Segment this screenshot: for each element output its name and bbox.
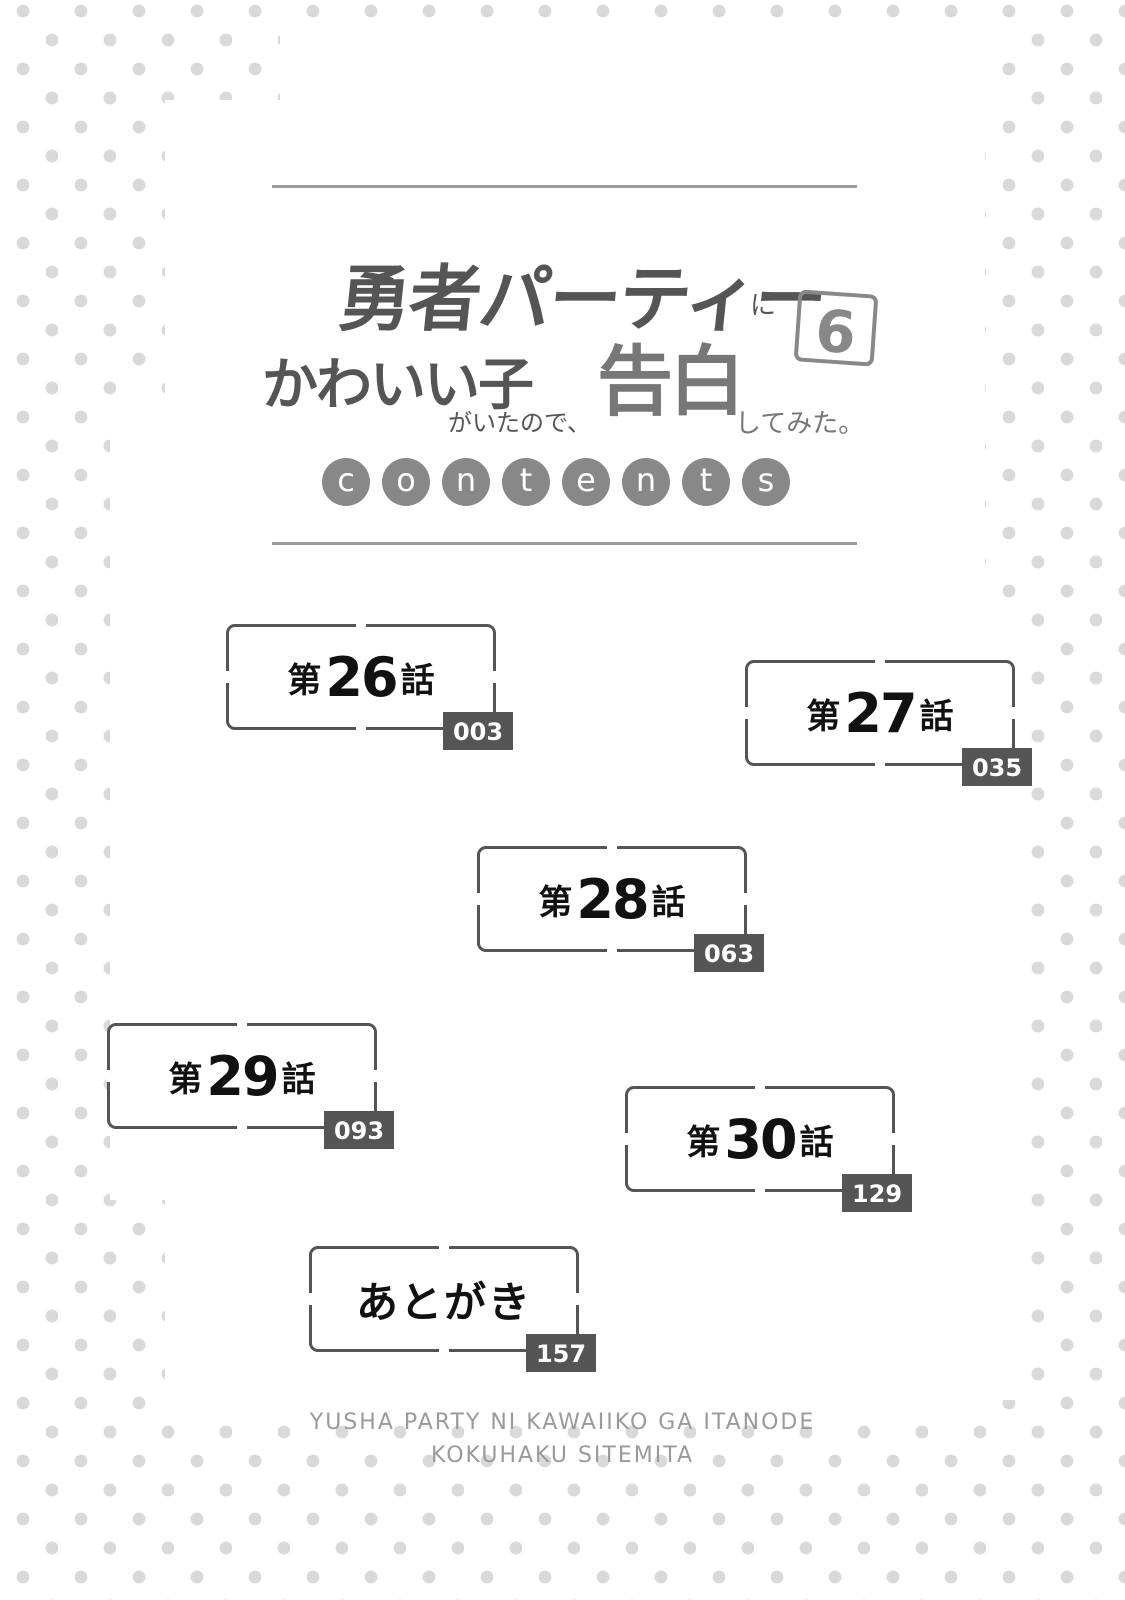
panel-top-extension [280,30,1000,110]
contents-letter: t [502,458,550,506]
contents-letter: s [742,458,790,506]
contents-heading: c o n t e n t s [322,458,790,506]
contents-letter: e [562,458,610,506]
top-rule [272,185,857,188]
page-number-badge: 003 [443,712,513,750]
bottom-rule [272,542,857,545]
entry-label: あとがき [355,1277,532,1327]
page-number-badge: 035 [962,748,1032,786]
volume-badge: 6 [793,289,879,367]
contents-letter: t [682,458,730,506]
panel-bottom-left [110,400,170,1200]
title-end: してみた。 [735,409,865,439]
contents-letter: n [622,458,670,506]
title-kokuhaku: 告白 [597,337,745,426]
page-number-badge: 063 [694,934,764,972]
romaji-title-line2: KOKUHAKU SITEMITA [430,1443,695,1468]
contents-letter: n [442,458,490,506]
page-number-badge: 157 [526,1334,596,1372]
title-line2: かわいい子 [262,353,534,418]
contents-letter: c [322,458,370,506]
title-small: がいたので、 [448,409,592,437]
page-number-badge: 129 [842,1174,912,1212]
contents-letter: o [382,458,430,506]
toc-entry-afterword[interactable]: あとがき 157 [308,1245,596,1372]
title-particle: に [750,291,777,321]
page-number-badge: 093 [324,1111,394,1149]
romaji-title-line1: YUSHA PARTY NI KAWAIIKO GA ITANODE [309,1410,816,1435]
